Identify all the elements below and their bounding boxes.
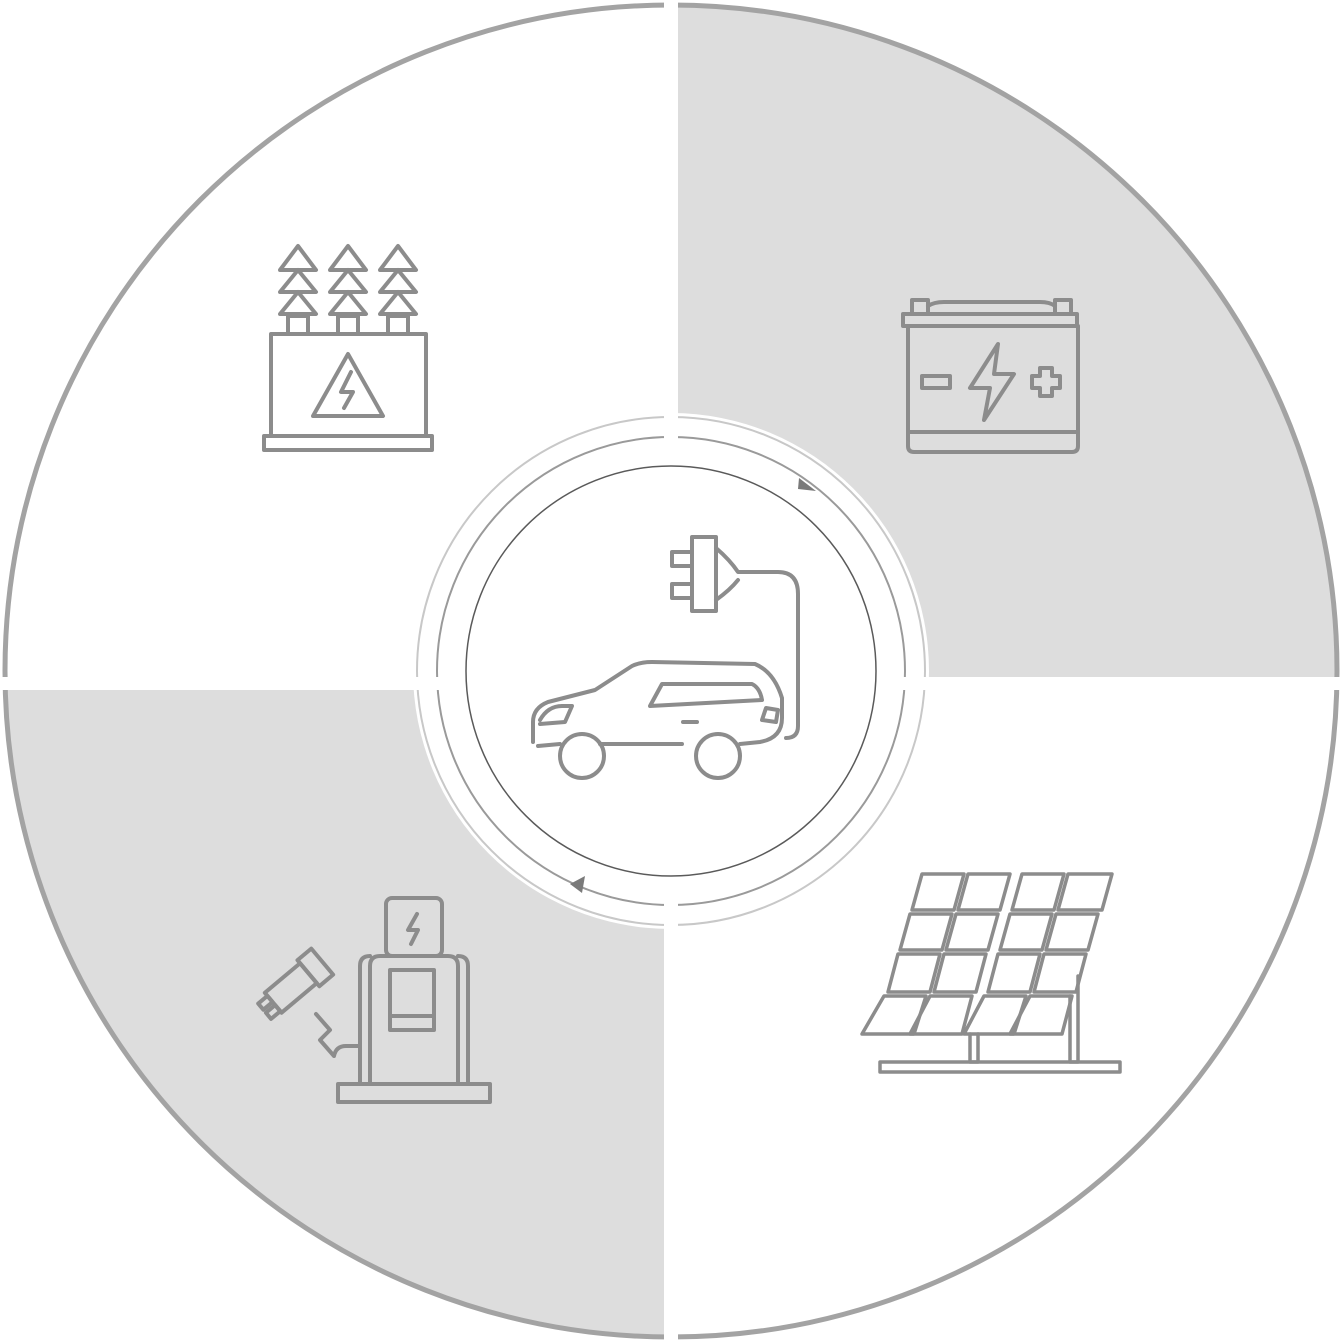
cycle-arrow-bottom-left-icon	[570, 876, 585, 893]
electric-car-plug-icon	[531, 535, 800, 780]
transformer-icon	[262, 244, 434, 452]
center-hub	[404, 405, 939, 937]
solar-panel-icon	[860, 872, 1122, 1074]
solar-panel-grid	[860, 872, 1114, 1036]
ev-charging-station-icon	[256, 896, 492, 1104]
cycle-arrow-top-right-icon	[798, 478, 816, 491]
car-battery-icon	[901, 298, 1080, 454]
